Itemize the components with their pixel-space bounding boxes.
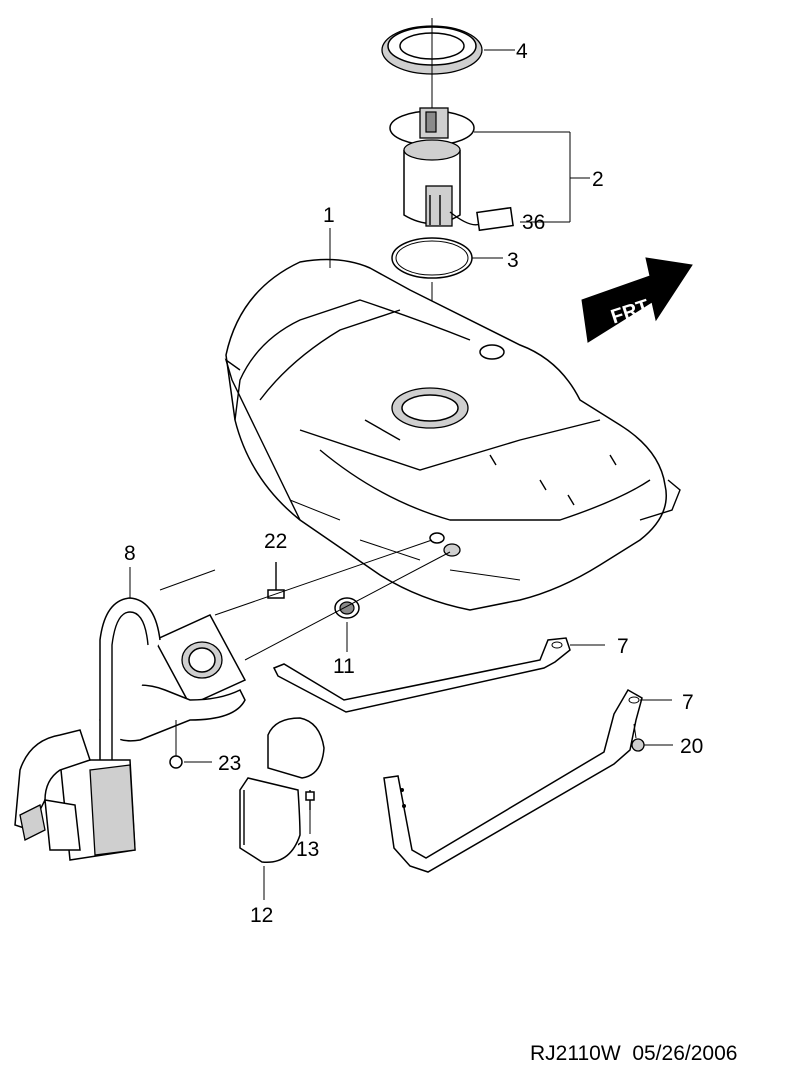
callout-11: 11 (333, 655, 355, 678)
callout-2: 2 (592, 168, 604, 191)
filler-neck-part (14, 569, 247, 861)
callout-12: 12 (250, 904, 273, 927)
callout-1: 1 (323, 204, 335, 227)
drawing-footer: RJ2110W 05/26/2006 (530, 1042, 737, 1066)
fuel-tank-part (224, 258, 681, 611)
screw-22-part (267, 562, 285, 599)
hose-clamp-part (334, 597, 360, 619)
screw-13-part (305, 790, 315, 810)
lock-ring-part (381, 18, 483, 110)
callout-7b: 7 (682, 691, 694, 714)
fuel-pump-module-part (389, 107, 514, 232)
gasket-ring-part (391, 237, 473, 279)
callout-36: 36 (522, 211, 545, 234)
callout-13: 13 (296, 838, 319, 861)
assembly-line-hose (244, 551, 451, 661)
callout-23: 23 (218, 752, 241, 775)
assembly-line-filler (214, 539, 433, 616)
tank-strap-rear-part (383, 688, 643, 873)
filler-housing-part (239, 717, 325, 863)
drawing-date: 05/26/2006 (632, 1042, 738, 1065)
front-direction-arrow: FRT (581, 257, 693, 343)
bolt-23-part (169, 720, 183, 769)
tank-strap-front-part (272, 637, 571, 713)
callout-20: 20 (680, 735, 703, 758)
callout-3: 3 (507, 249, 519, 272)
drawing-code: RJ2110W (530, 1042, 621, 1065)
callout-7a: 7 (617, 635, 629, 658)
callout-4: 4 (516, 40, 528, 63)
callout-22: 22 (264, 530, 287, 553)
callout-8: 8 (124, 542, 136, 565)
